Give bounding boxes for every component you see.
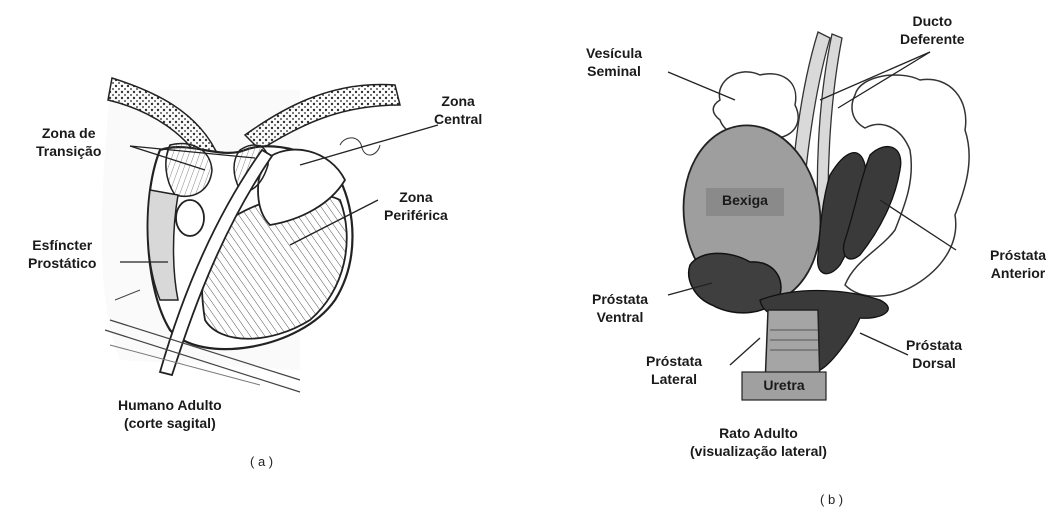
panel-letter-b: ( b ) [820, 492, 843, 507]
label-ducto-deferente: Ducto Deferente [900, 12, 965, 48]
small-oval [176, 200, 204, 236]
caption-human: Humano Adulto (corte sagital) [118, 396, 222, 432]
label-prostata-ventral: Próstata Ventral [592, 290, 648, 326]
caption-rat: Rato Adulto (visualização lateral) [690, 424, 827, 460]
label-prostata-anterior: Próstata Anterior [990, 246, 1046, 282]
label-vesicula-seminal: Vesícula Seminal [586, 44, 642, 80]
label-bexiga: Bexiga [706, 192, 784, 208]
panel-letter-a: ( a ) [250, 454, 273, 469]
label-prostata-lateral: Próstata Lateral [646, 352, 702, 388]
label-prostata-dorsal: Próstata Dorsal [906, 336, 962, 372]
label-uretra: Uretra [742, 377, 826, 393]
label-zona-central: Zona Central [434, 92, 482, 128]
human-prostate-drawing [102, 78, 400, 392]
label-zona-transicao: Zona de Transição [36, 124, 101, 160]
label-esfincter: Esfíncter Prostático [28, 236, 96, 272]
label-zona-periferica: Zona Periférica [384, 188, 448, 224]
